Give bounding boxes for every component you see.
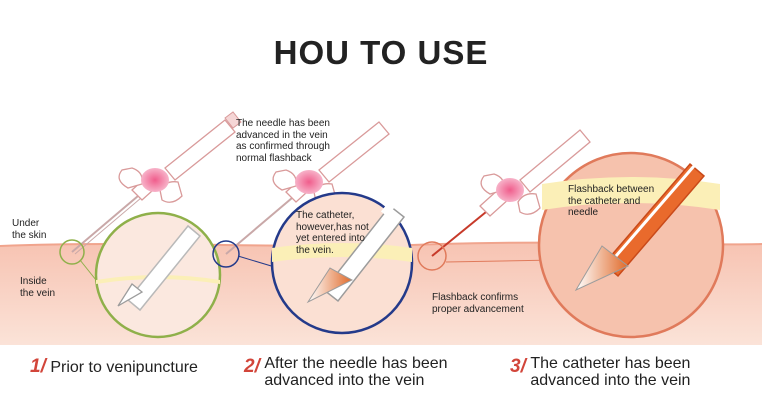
catheter-2 (225, 121, 390, 255)
page-title: HOU TO USE (273, 34, 489, 71)
magnifier-circle-2 (270, 167, 424, 335)
step-3-caption: The catheter has been advanced into the … (530, 355, 691, 389)
step-3-number: 3/ (510, 356, 526, 377)
catheter-1 (71, 111, 242, 255)
label-needle-advanced: The needle has been advanced in the vein… (236, 118, 330, 164)
step-2: 2/ After the needle has been advanced in… (244, 355, 448, 390)
magnifier-circle-1 (94, 211, 222, 339)
label-flashback-between: Flashback between the catheter and needl… (568, 184, 655, 218)
label-flashback-confirms: Flashback confirms proper advancement (432, 292, 524, 315)
step-1-caption: Prior to venipuncture (50, 359, 198, 376)
catheter-3 (431, 129, 591, 257)
magnifier-circle-3 (537, 151, 725, 339)
step-2-caption: After the needle has been advanced into … (264, 355, 448, 389)
step-3: 3/ The catheter has been advanced into t… (510, 355, 691, 390)
label-inside-vein: Inside the vein (20, 276, 56, 299)
label-catheter-not-entered: The catheter, however,has not yet entere… (296, 210, 369, 256)
step-1-number: 1/ (30, 356, 46, 377)
step-1: 1/ Prior to venipuncture (30, 356, 198, 378)
step-2-number: 2/ (244, 356, 260, 377)
label-under-skin: Under the skin (12, 218, 47, 241)
